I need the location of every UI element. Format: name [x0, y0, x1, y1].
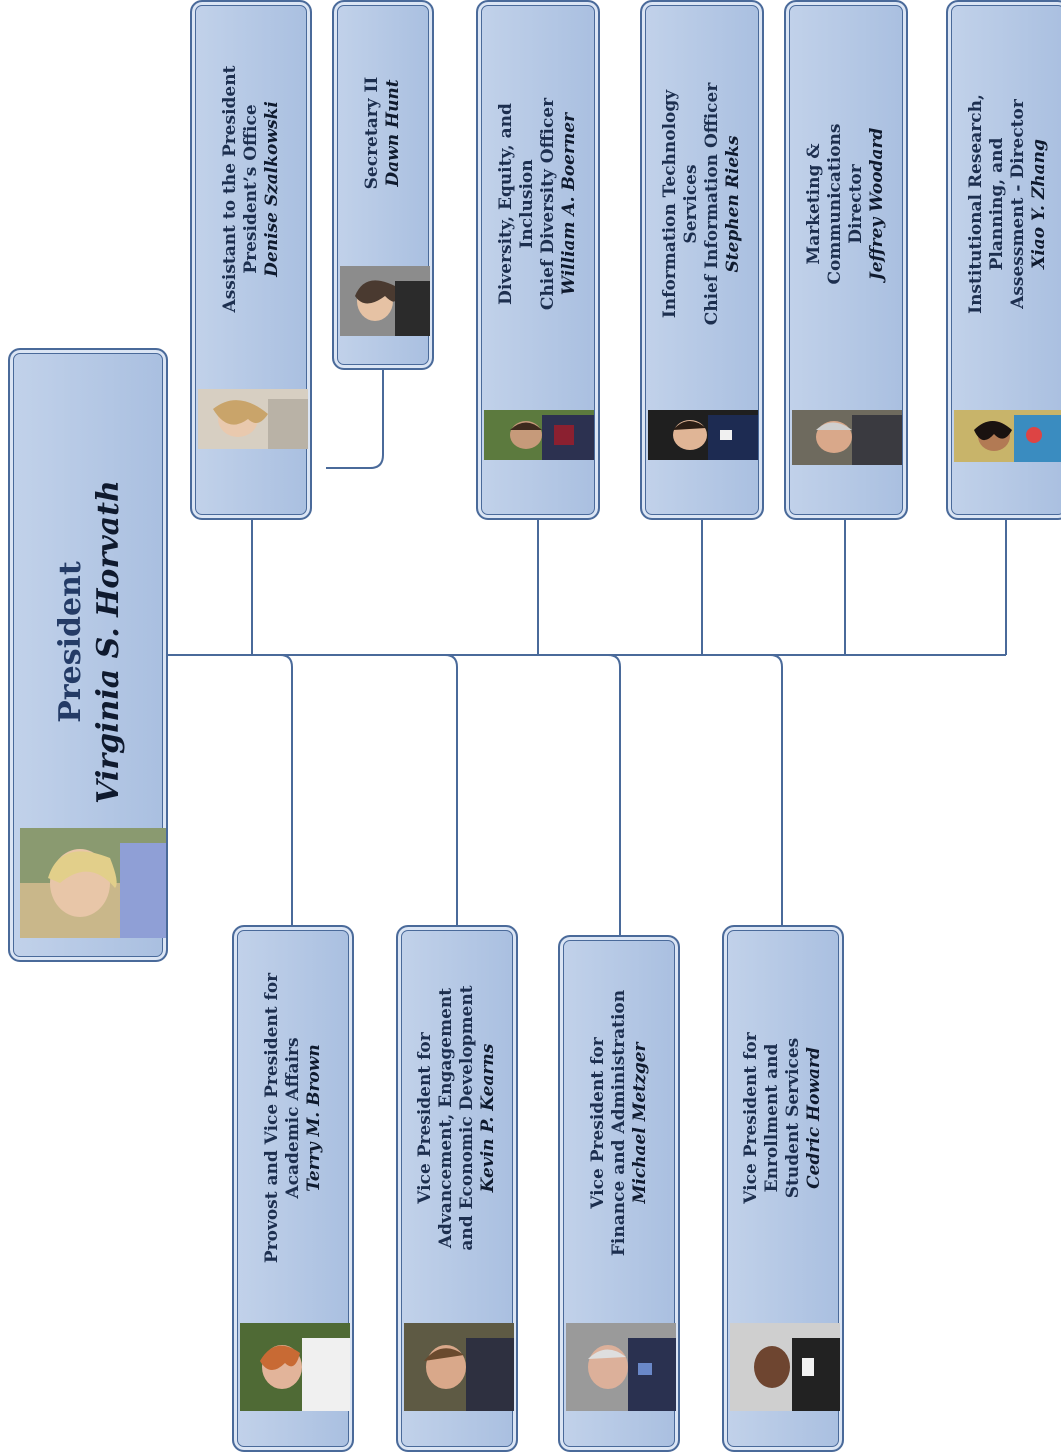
- marketing-photo: [792, 410, 902, 465]
- research-line-3: Assessment - Director: [1008, 99, 1028, 309]
- marketing-line-1: Marketing &: [804, 143, 824, 265]
- marketing-line-2: Communications: [825, 123, 845, 285]
- provost-line-1: Provost and Vice President for: [261, 972, 282, 1264]
- connector-secretary: [326, 370, 384, 469]
- assistant-box: Assistant to the President President’s O…: [190, 0, 312, 520]
- diversity-photo: [484, 410, 594, 460]
- marketing-text: Marketing & Communications Director Jeff…: [787, 17, 905, 391]
- enrollment-line-1: Vice President for: [741, 1032, 761, 1204]
- diversity-line-1: Diversity, Equity, and: [496, 103, 516, 305]
- its-line-1: Information Technology: [660, 89, 680, 319]
- advancement-line-3: and Economic Development: [457, 985, 477, 1251]
- connector-finance: [607, 654, 621, 935]
- marketing-name: Jeffrey Woodard: [867, 127, 887, 281]
- president-title: President: [53, 561, 88, 723]
- connector-advancement: [444, 654, 458, 925]
- diversity-box: Diversity, Equity, and Inclusion Chief D…: [476, 0, 600, 520]
- diversity-name: William A. Boerner: [559, 112, 579, 296]
- president-box: President Virginia S. Horvath: [8, 348, 168, 962]
- enrollment-line-2: Enrollment and: [762, 1043, 782, 1193]
- marketing-line-3: Director: [846, 164, 866, 244]
- secretary-text: Secretary II Dawn Hunt: [334, 5, 432, 261]
- assistant-photo: [198, 389, 308, 449]
- provost-photo: [240, 1323, 350, 1411]
- advancement-text: Vice President for Advancement, Engageme…: [398, 931, 516, 1305]
- its-line-2: Services: [681, 164, 701, 244]
- its-text: Information Technology Services Chief In…: [643, 17, 761, 391]
- diversity-line-2: Inclusion: [517, 159, 537, 249]
- president-photo: [20, 828, 166, 938]
- assistant-name: Denise Szalkowski: [261, 101, 282, 277]
- research-name: Xiao Y. Zhang: [1029, 139, 1049, 269]
- secretary-line-1: Secretary II: [362, 76, 382, 190]
- its-line-3: Chief Information Officer: [702, 82, 722, 326]
- assistant-line-1: Assistant to the President: [219, 65, 240, 313]
- research-line-1: Institutional Research,: [966, 94, 986, 314]
- advancement-line-1: Vice President for: [415, 1032, 435, 1204]
- connector-provost: [279, 654, 293, 925]
- research-photo: [954, 410, 1061, 462]
- assistant-text: Assistant to the President President’s O…: [192, 2, 310, 376]
- advancement-photo: [404, 1323, 514, 1411]
- finance-name: Michael Metzger: [629, 1042, 650, 1204]
- diversity-line-3: Chief Diversity Officer: [538, 97, 558, 311]
- its-photo: [648, 410, 758, 460]
- provost-name: Terry M. Brown: [303, 1044, 324, 1192]
- provost-line-2: Academic Affairs: [282, 1037, 303, 1199]
- enrollment-photo: [730, 1323, 840, 1411]
- enrollment-box: Vice President for Enrollment and Studen…: [722, 925, 844, 1452]
- research-box: Institutional Research, Planning, and As…: [946, 0, 1061, 520]
- research-line-2: Planning, and: [987, 137, 1007, 271]
- secretary-name: Dawn Hunt: [383, 79, 403, 187]
- provost-text: Provost and Vice President for Academic …: [234, 931, 352, 1305]
- enrollment-line-3: Student Services: [783, 1037, 803, 1199]
- secretary-photo: [340, 266, 430, 336]
- finance-box: Vice President for Finance and Administr…: [558, 935, 680, 1452]
- provost-box: Provost and Vice President for Academic …: [232, 925, 354, 1452]
- finance-photo: [566, 1323, 676, 1411]
- diversity-text: Diversity, Equity, and Inclusion Chief D…: [479, 17, 597, 391]
- its-box: Information Technology Services Chief In…: [640, 0, 764, 520]
- president-text: President Virginia S. Horvath: [10, 350, 166, 944]
- enrollment-name: Cedric Howard: [804, 1047, 824, 1189]
- president-name: Virginia S. Horvath: [91, 480, 126, 804]
- finance-line-1: Vice President for: [587, 1037, 608, 1209]
- enrollment-text: Vice President for Enrollment and Studen…: [724, 931, 842, 1305]
- research-text: Institutional Research, Planning, and As…: [949, 17, 1061, 391]
- advancement-line-2: Advancement, Engagement: [436, 987, 456, 1249]
- finance-line-2: Finance and Administration: [608, 989, 629, 1257]
- marketing-box: Marketing & Communications Director Jeff…: [784, 0, 908, 520]
- advancement-box: Vice President for Advancement, Engageme…: [396, 925, 518, 1452]
- assistant-line-2: President’s Office: [240, 104, 261, 274]
- advancement-name: Kevin P. Kearns: [478, 1043, 498, 1193]
- secretary-box: Secretary II Dawn Hunt: [332, 0, 434, 370]
- connector-enrollment: [769, 654, 783, 925]
- finance-text: Vice President for Finance and Administr…: [560, 937, 678, 1310]
- its-name: Stephen Rieks: [723, 135, 743, 273]
